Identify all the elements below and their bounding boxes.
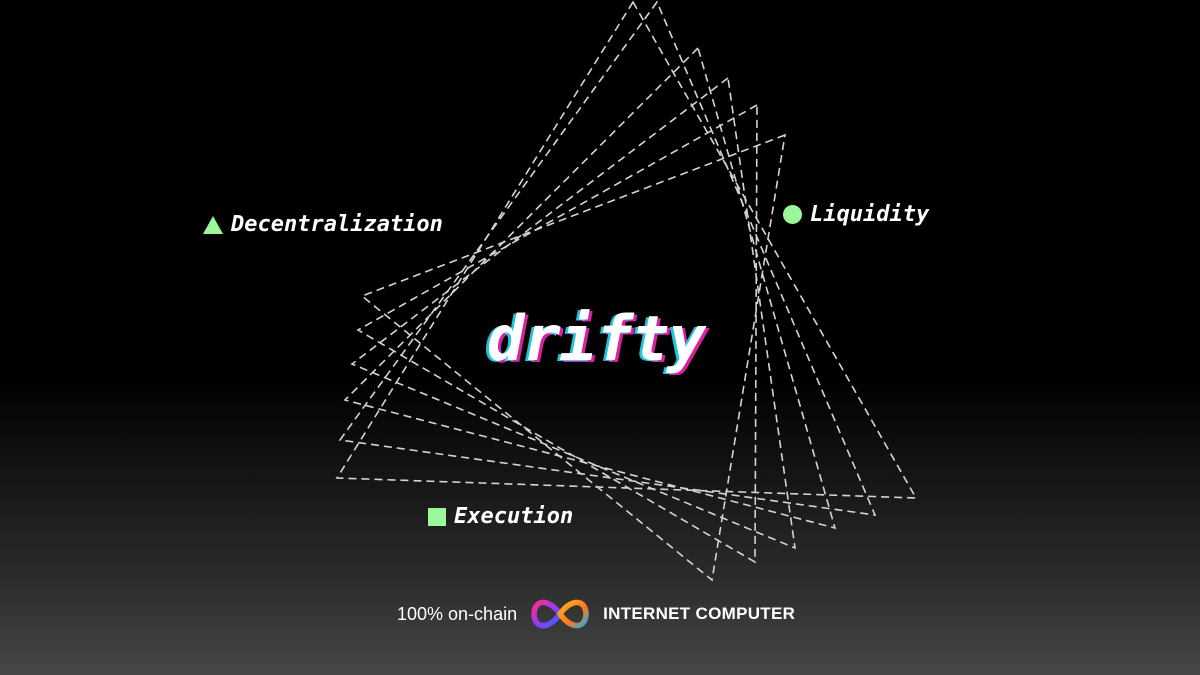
circle-icon <box>783 205 802 224</box>
dashed-triangle <box>343 46 837 530</box>
dashed-triangle <box>360 133 787 582</box>
pillar-liquidity: Liquidity <box>783 202 929 227</box>
dashed-triangle <box>356 103 758 564</box>
dashed-triangle <box>338 0 877 516</box>
drifty-wordmark: drifty <box>487 302 706 375</box>
footer-badge: 100% on-chain INTERNET COMPUTER <box>397 594 795 634</box>
triangle-icon <box>203 215 223 234</box>
onchain-tagline: 100% on-chain <box>397 603 518 624</box>
square-icon <box>428 507 446 526</box>
dashed-triangle <box>350 76 796 550</box>
internet-computer-label: INTERNET COMPUTER <box>603 604 796 623</box>
pillar-label: Decentralization <box>231 212 443 237</box>
pillar-label: Execution <box>454 504 574 529</box>
pillar-label: Liquidity <box>810 202 930 227</box>
pillar-decentralization: Decentralization <box>203 212 443 237</box>
dashed-triangle <box>335 0 918 499</box>
pillar-execution: Execution <box>428 504 573 529</box>
infinity-logo-icon <box>531 599 589 629</box>
